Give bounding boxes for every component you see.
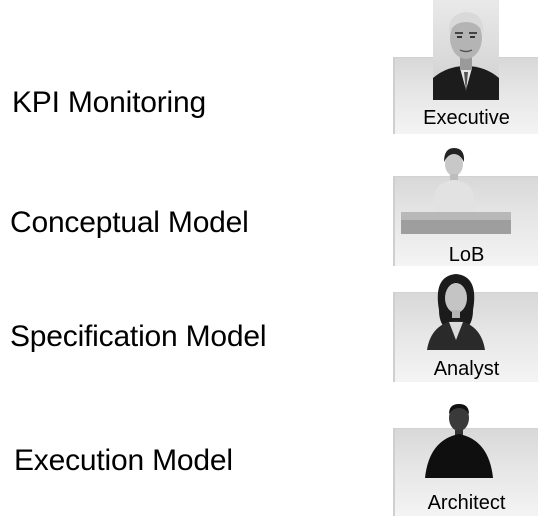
label-conceptual-model: Conceptual Model (10, 206, 249, 239)
label-specification-model: Specification Model (10, 320, 267, 353)
architect-portrait (425, 404, 493, 478)
role-label-executive: Executive (423, 107, 510, 129)
analyst-portrait (427, 274, 485, 350)
label-execution-model: Execution Model (14, 444, 233, 477)
role-label-lob: LoB (448, 244, 485, 266)
role-label-analyst: Analyst (433, 358, 500, 380)
lob-portrait (401, 148, 511, 234)
label-kpi-monitoring: KPI Monitoring (12, 86, 206, 119)
executive-portrait (433, 0, 499, 100)
role-label-architect: Architect (427, 492, 506, 514)
